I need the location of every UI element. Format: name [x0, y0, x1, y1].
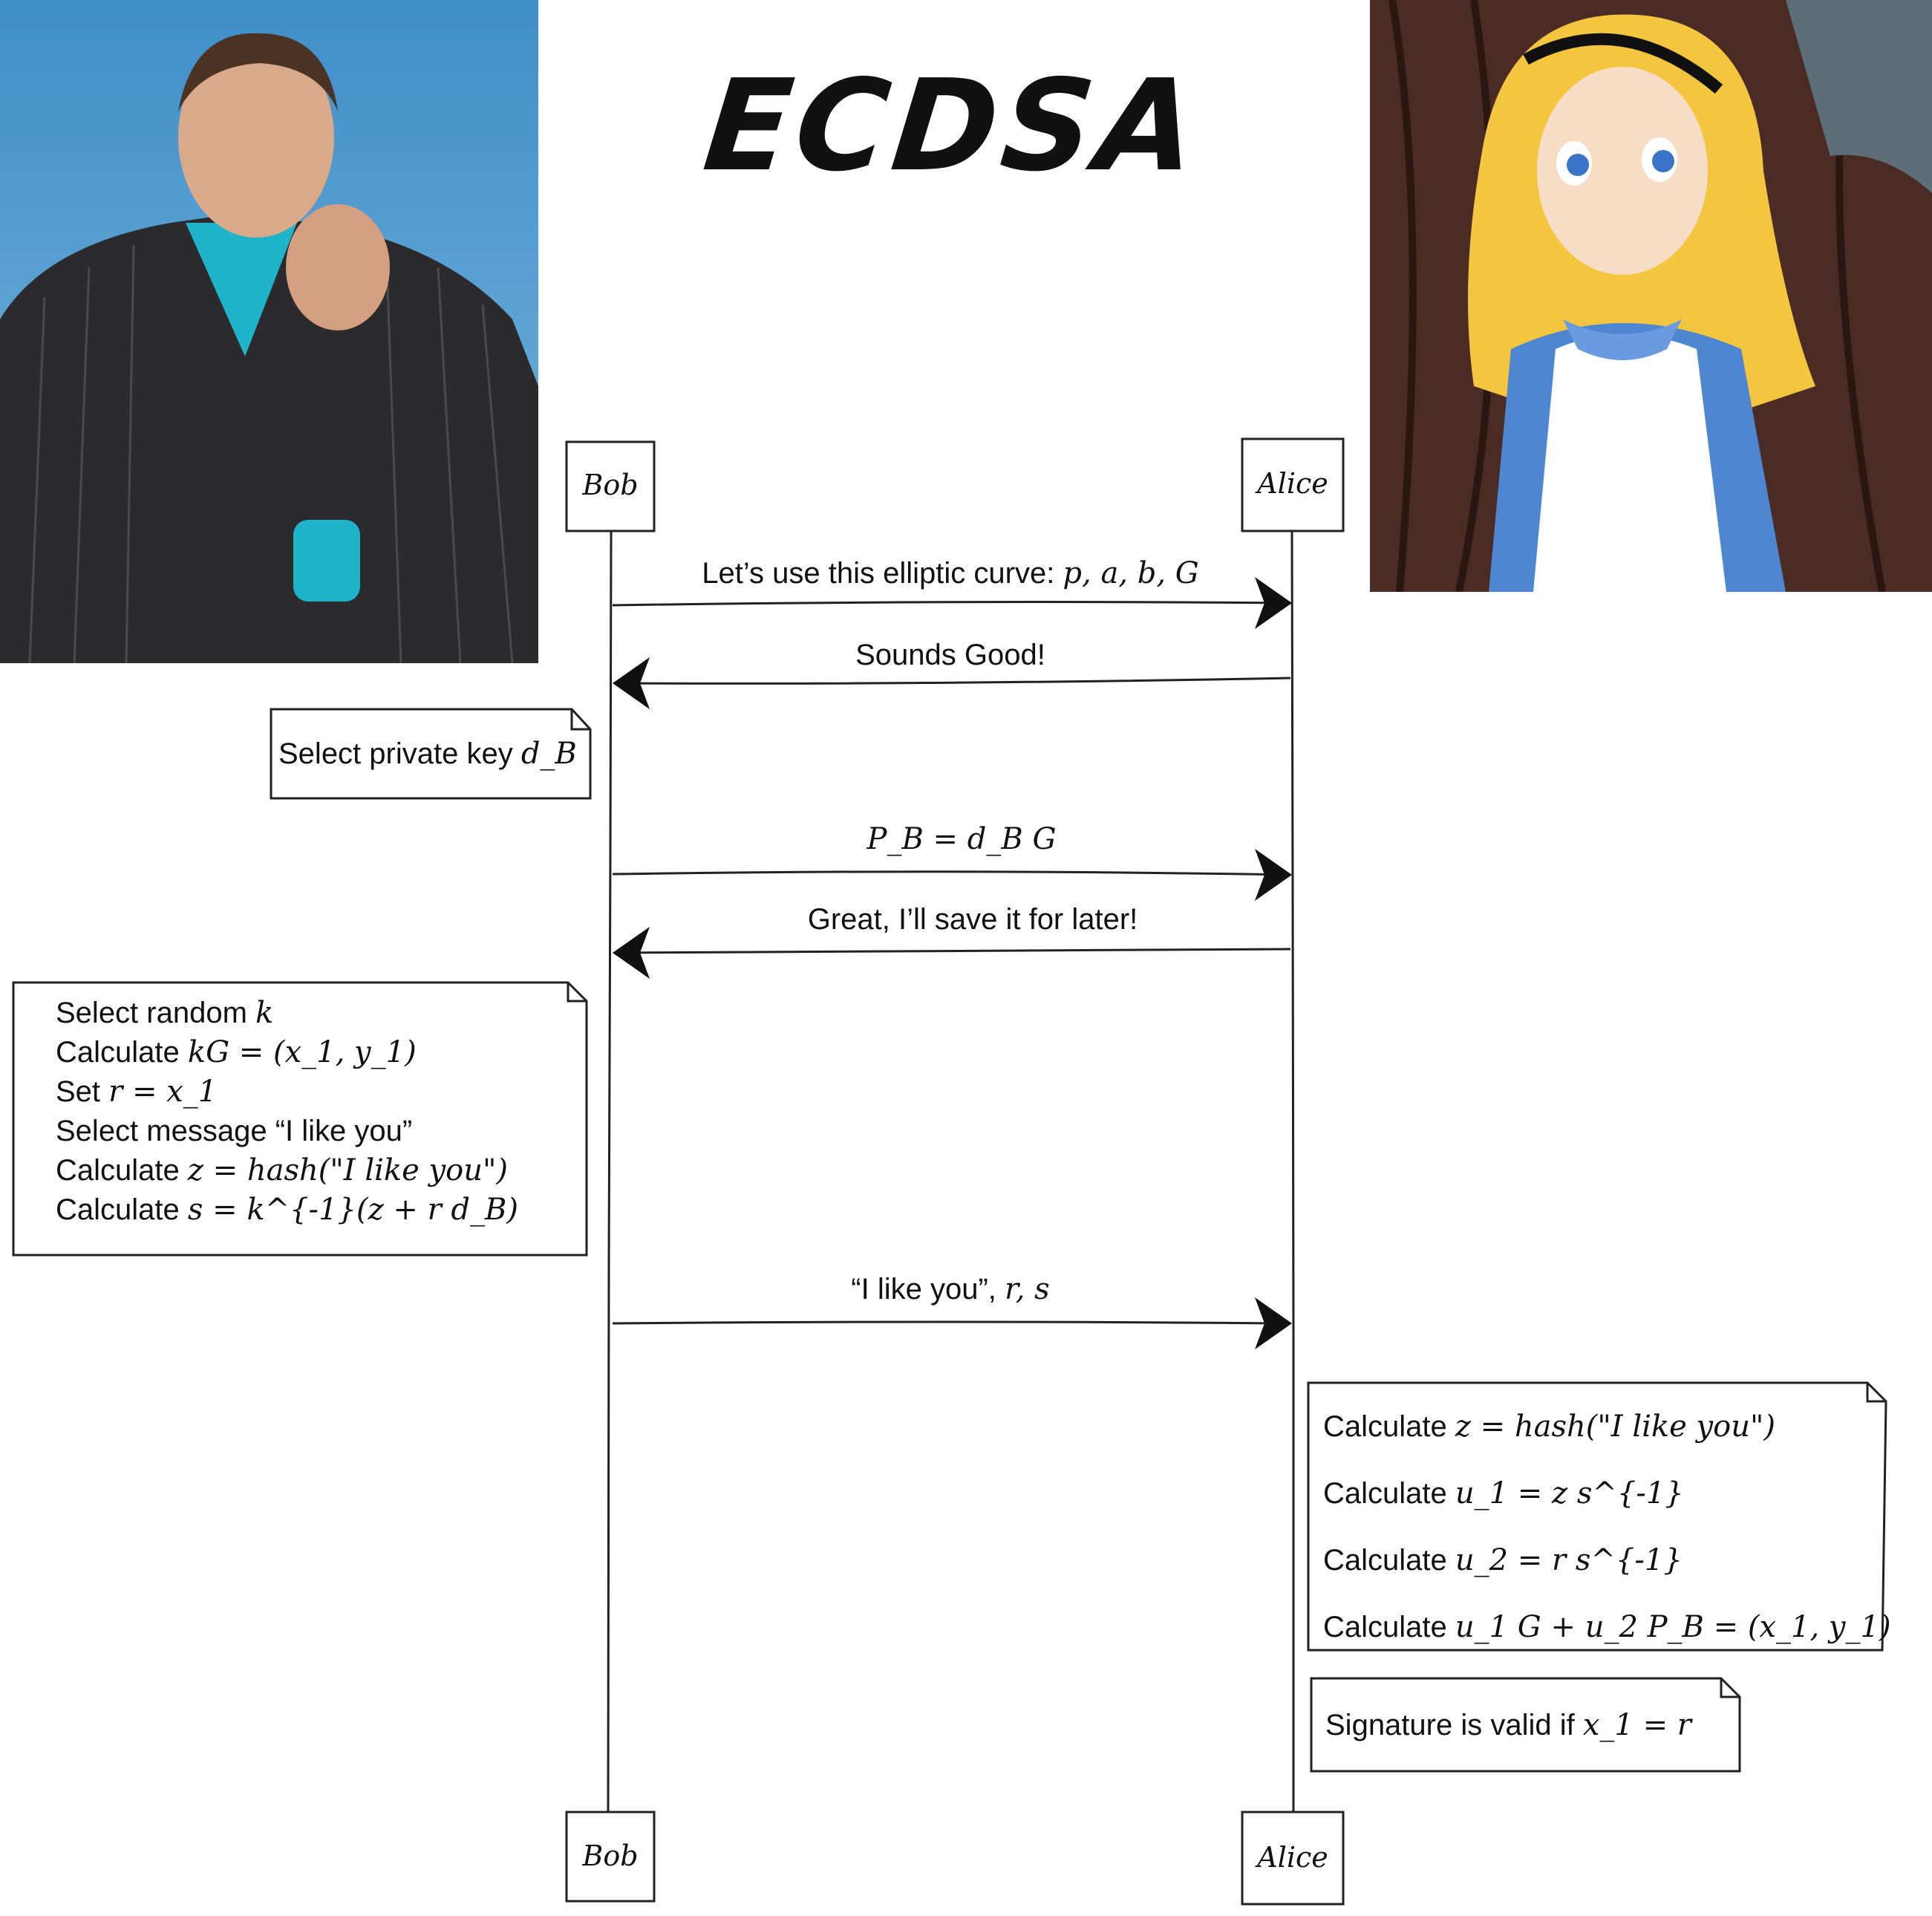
msg-1-line [612, 601, 1289, 607]
msg-5-arrowhead [1255, 1297, 1292, 1349]
note-alice-verify: Calculate z = hash("I like you") Calcula… [1323, 1393, 1891, 1661]
note-line: Calculate s = k^{-1}(z + r d_B) [56, 1193, 519, 1227]
bob-lifeline [607, 530, 613, 1813]
alice-label-bottom: Alice [1257, 1841, 1328, 1874]
note-alice-result: Signature is valid if x_1 = r [1325, 1707, 1691, 1744]
msg-5-line [612, 1320, 1289, 1325]
msg-4-label: Great, I’ll save it for later! [807, 903, 1138, 936]
msg-1-label: Let’s use this elliptic curve: p, a, b, … [702, 556, 1199, 590]
note-bob-key: Select private key d_B [278, 735, 577, 772]
msg-4-line [617, 948, 1291, 954]
note-line: Set r = x_1 [56, 1075, 218, 1109]
msg-1-arrowhead [1255, 577, 1292, 629]
note-line: Calculate u_1 G + u_2 P_B = (x_1, y_1) [1323, 1610, 1891, 1644]
alice-box-top [1241, 437, 1345, 532]
msg-2-arrowhead [613, 657, 650, 709]
note-alice-verify-box [1307, 1381, 1887, 1652]
note-line: Select message “I like you” [56, 1115, 413, 1147]
note-line: Calculate kG = (x_1, y_1) [56, 1035, 417, 1069]
bob-box-bottom [565, 1811, 656, 1903]
msg-3-arrowhead [1255, 849, 1292, 901]
note-line: Calculate z = hash("I like you") [1323, 1410, 1775, 1444]
alice-label-top: Alice [1257, 467, 1328, 500]
bob-photo [0, 0, 538, 663]
msg-2-line [617, 677, 1291, 685]
msg-3-line [612, 870, 1289, 876]
note-line: Select random k [56, 996, 274, 1030]
note-bob-sign-box [12, 981, 588, 1257]
note-line: Calculate u_1 = z s^{-1} [1323, 1476, 1684, 1511]
msg-2-label: Sounds Good! [855, 639, 1045, 671]
bob-box-top [565, 440, 656, 532]
alice-box-bottom [1241, 1811, 1345, 1906]
msg-5-label: “I like you”, r, s [851, 1272, 1050, 1306]
note-line: Calculate u_2 = r s^{-1} [1323, 1543, 1683, 1577]
note-line: Signature is valid if x_1 = r [1325, 1708, 1691, 1742]
bob-label-bottom: Bob [582, 1840, 639, 1872]
msg-4-arrowhead [613, 927, 650, 979]
note-alice-result-box [1310, 1677, 1741, 1773]
note-bob-key-box [270, 708, 592, 800]
note-line: Select private key d_B [278, 737, 577, 771]
bob-label-top: Bob [582, 469, 639, 501]
note-bob-sign: Select random k Calculate kG = (x_1, y_1… [56, 994, 518, 1230]
alice-lifeline [1290, 530, 1295, 1812]
msg-3-label: P_B = d_B G [867, 822, 1057, 856]
note-line: Calculate z = hash("I like you") [56, 1153, 508, 1187]
alice-photo [1370, 0, 1932, 592]
